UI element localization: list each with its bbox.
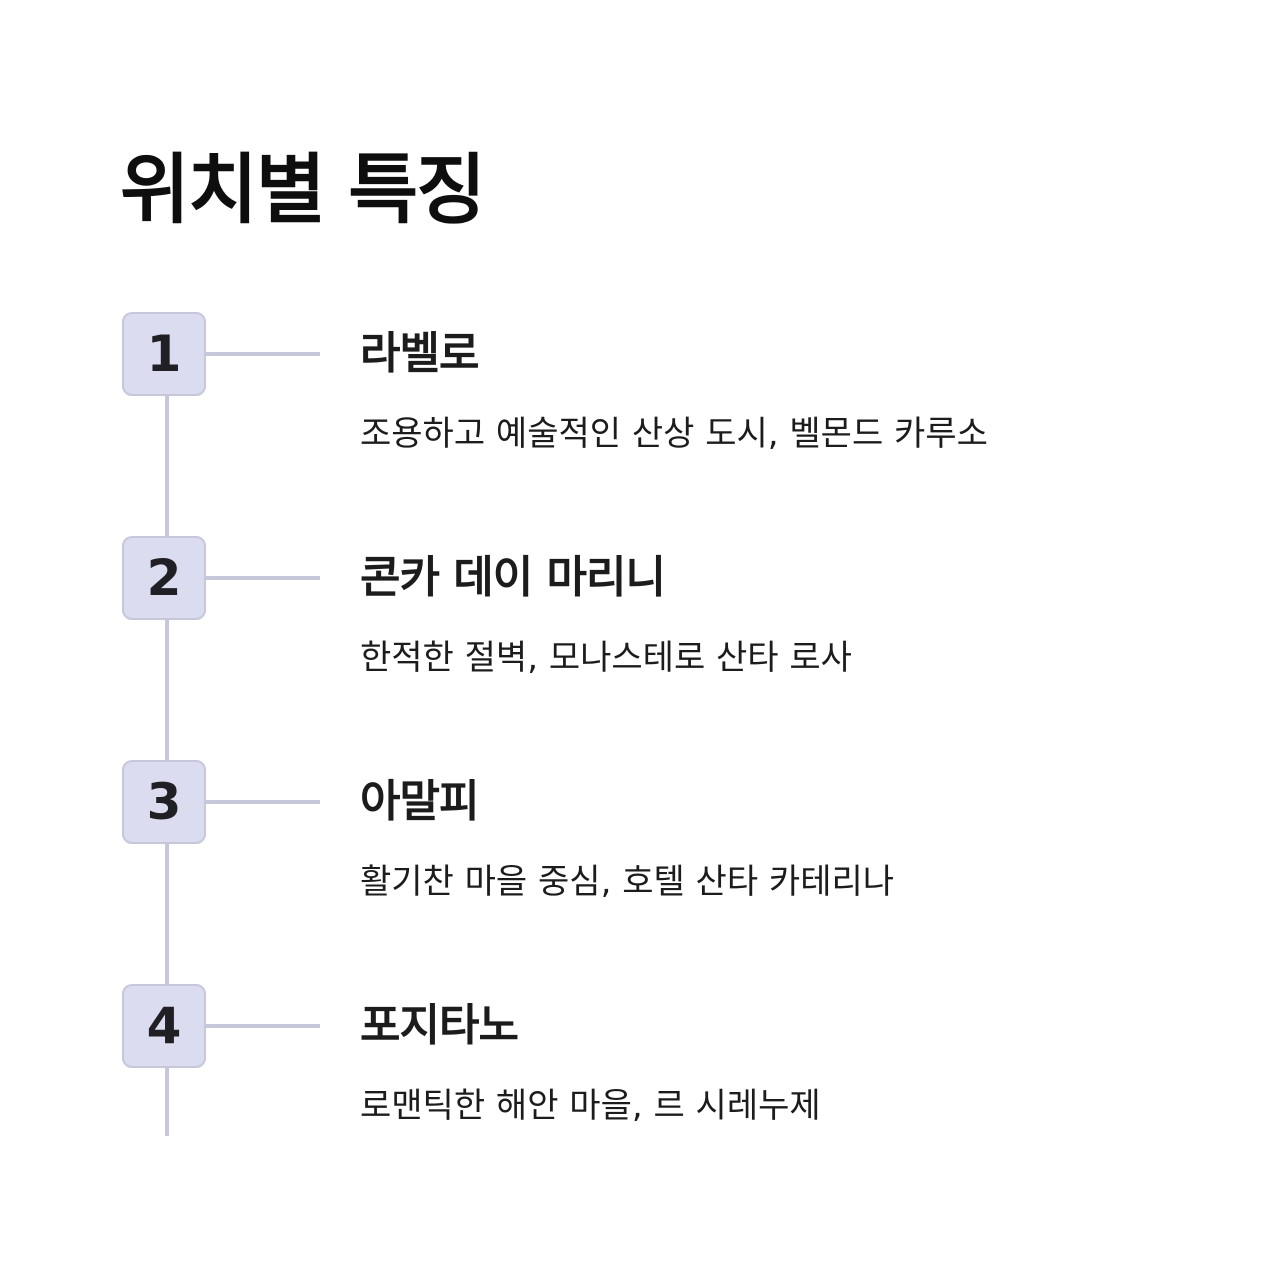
step-description: 조용하고 예술적인 산상 도시, 벨몬드 카루소 (360, 414, 988, 454)
step-number-badge: 3 (122, 760, 206, 844)
step-connector (206, 800, 320, 804)
step-connector (206, 576, 320, 580)
step-description: 활기찬 마을 중심, 호텔 산타 카테리나 (360, 862, 895, 902)
step-connector (206, 352, 320, 356)
step-title: 콘카 데이 마리니 (360, 552, 666, 603)
step-number-badge: 1 (122, 312, 206, 396)
step-title: 포지타노 (360, 1000, 519, 1051)
step-description: 로맨틱한 해안 마을, 르 시레누제 (360, 1086, 821, 1126)
timeline-step: 4 포지타노 로맨틱한 해안 마을, 르 시레누제 (0, 984, 1280, 1164)
timeline-step: 2 콘카 데이 마리니 한적한 절벽, 모나스테로 산타 로사 (0, 536, 1280, 716)
timeline-step: 1 라벨로 조용하고 예술적인 산상 도시, 벨몬드 카루소 (0, 312, 1280, 492)
step-title: 아말피 (360, 776, 479, 827)
timeline-step: 3 아말피 활기찬 마을 중심, 호텔 산타 카테리나 (0, 760, 1280, 940)
step-number-badge: 2 (122, 536, 206, 620)
step-number-badge: 4 (122, 984, 206, 1068)
step-description: 한적한 절벽, 모나스테로 산타 로사 (360, 638, 852, 678)
page-title: 위치별 특징 (120, 145, 486, 234)
step-connector (206, 1024, 320, 1028)
step-title: 라벨로 (360, 328, 479, 379)
